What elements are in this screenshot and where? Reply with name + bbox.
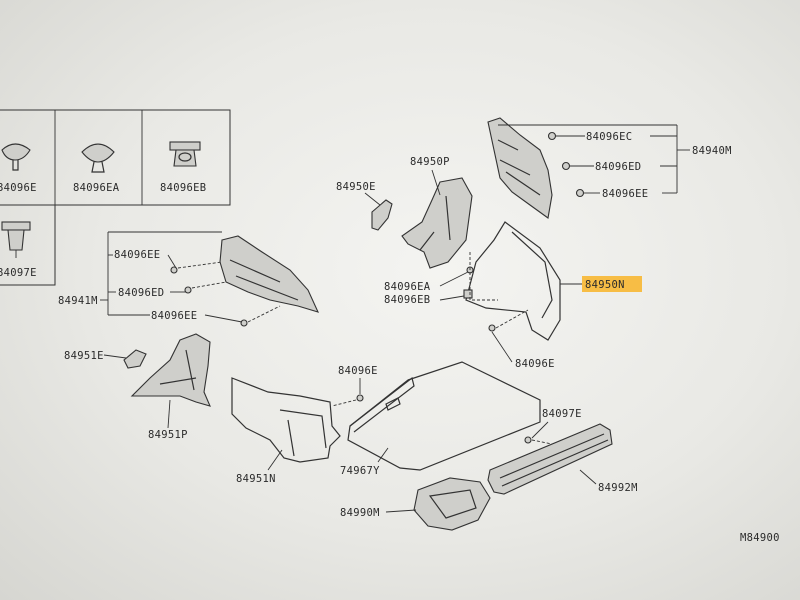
label-84096e-right: 84096E: [515, 358, 555, 370]
label-84097e-box: 84097E: [0, 267, 37, 279]
label-84990m: 84990M: [340, 507, 380, 519]
label-84096ea-mid: 84096EA: [384, 281, 431, 293]
label-84950e: 84950E: [336, 181, 376, 193]
label-84097e-right: 84097E: [542, 408, 582, 420]
label-84096ec: 84096EC: [586, 131, 632, 143]
clip-84096e-icon: [1, 143, 31, 171]
part-84940m: [487, 117, 585, 219]
label-84950p: 84950P: [410, 156, 450, 168]
label-84951p: 84951P: [148, 429, 188, 441]
clip-legend-table: [0, 109, 231, 286]
clip-84097e-icon: [1, 221, 31, 258]
label-84096ee-top: 84096EE: [602, 188, 648, 200]
label-84951e: 84951E: [64, 350, 104, 362]
part-84992m: [487, 423, 613, 495]
label-84950n: 84950N: [585, 279, 625, 291]
label-84992m: 84992M: [598, 482, 638, 494]
part-84951p: [130, 333, 211, 407]
part-84990m: [413, 477, 491, 531]
clip-84096ea-icon: [81, 143, 115, 173]
part-84941m: [219, 235, 320, 313]
clip-84096eb-icon: [169, 141, 201, 167]
label-84096eb-mid: 84096EB: [384, 294, 430, 306]
part-84951n: [231, 377, 341, 463]
label-highlight: [582, 276, 642, 292]
label-74967y: 74967Y: [340, 465, 380, 477]
part-84950n: [465, 221, 561, 341]
part-84950e: [371, 199, 393, 231]
label-84096e-box: 84096E: [0, 182, 37, 194]
label-reference-code: M84900: [740, 532, 780, 544]
label-84096ee-left2: 84096EE: [151, 310, 197, 322]
part-84950p: [401, 177, 473, 269]
label-84951n: 84951N: [236, 473, 276, 485]
part-74967y: [347, 361, 541, 471]
label-84096e-center: 84096E: [338, 365, 378, 377]
label-84941m: 84941M: [58, 295, 98, 307]
label-84096ed-top: 84096ED: [595, 161, 641, 173]
label-84096ea-box: 84096EA: [73, 182, 120, 194]
label-84096ee-left1: 84096EE: [114, 249, 160, 261]
label-84940m: 84940M: [692, 145, 732, 157]
label-84096ed-left: 84096ED: [118, 287, 164, 299]
label-84096eb-box: 84096EB: [160, 182, 206, 194]
part-84951e: [123, 349, 147, 369]
